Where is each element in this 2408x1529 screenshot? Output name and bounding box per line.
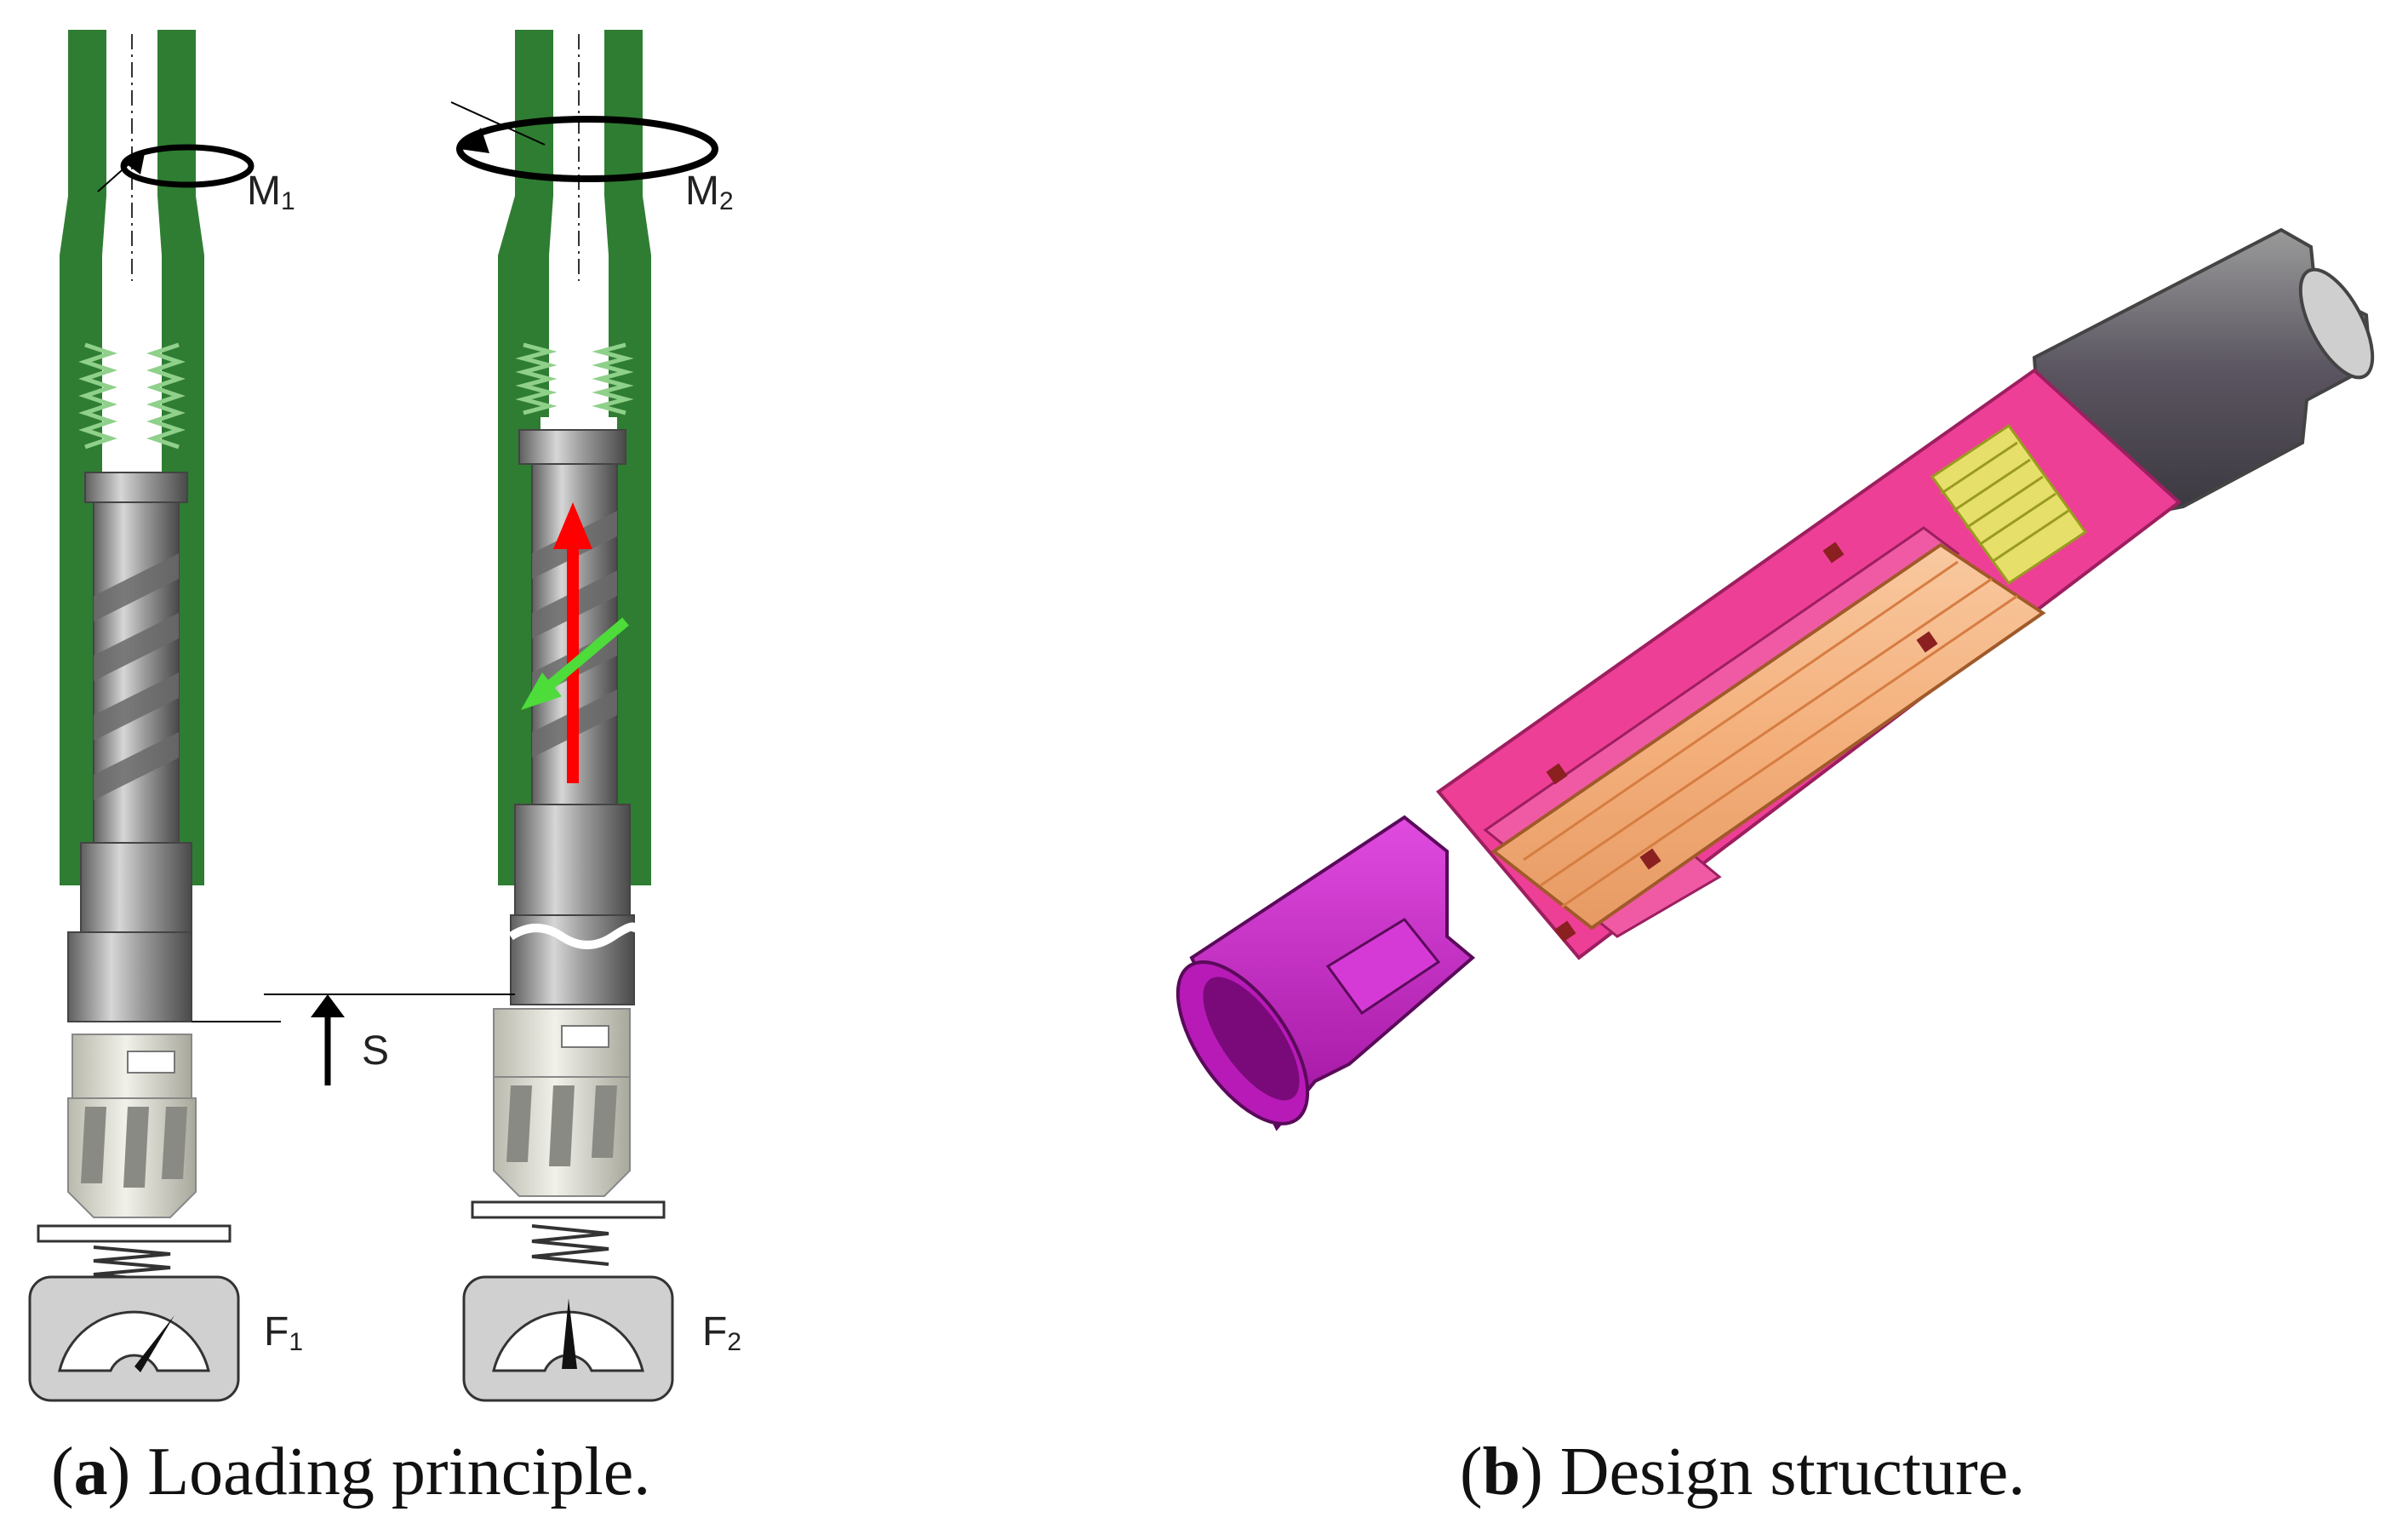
orange-inner-core xyxy=(1490,542,2046,931)
right-plunger-cap xyxy=(518,429,626,465)
right-gauge-needle xyxy=(562,1298,577,1369)
right-gauge-spring xyxy=(531,1224,609,1266)
tangential-force-arrowhead xyxy=(521,673,562,710)
axial-force-arrowhead xyxy=(553,502,592,549)
left-helix-grooves xyxy=(94,553,179,800)
right-lower-body xyxy=(514,804,631,916)
left-assembly xyxy=(28,30,240,1402)
left-gauge-dial xyxy=(58,1310,210,1372)
left-gauge-spring xyxy=(93,1246,171,1283)
right-plate xyxy=(471,1200,666,1219)
label-f1: F1 xyxy=(264,1309,303,1356)
left-housing xyxy=(60,30,106,885)
right-spring xyxy=(515,342,634,415)
torque-arrow-m2 xyxy=(450,101,718,182)
label-m1: M1 xyxy=(247,169,295,215)
left-housing-right xyxy=(157,30,204,885)
displacement-indicator xyxy=(192,994,515,1085)
right-assembly xyxy=(462,30,674,1402)
nozzle-throat xyxy=(1325,918,1441,1016)
yellow-thread-spring xyxy=(1930,423,2088,586)
right-break-line xyxy=(508,922,639,949)
right-housing-right xyxy=(604,30,651,885)
label-m2: M2 xyxy=(685,169,734,215)
nozzle-opening-inner xyxy=(1203,976,1300,1101)
left-lower-body xyxy=(80,842,192,933)
panel-b-design-structure: (b) Design structure. xyxy=(1175,227,2375,1509)
left-spring xyxy=(78,342,186,450)
gray-shaft-end xyxy=(2298,267,2375,380)
label-s: S xyxy=(362,1028,389,1074)
torque-arrow-m1 xyxy=(97,144,255,192)
left-lower-body-2 xyxy=(67,931,192,1022)
right-bit-flutes xyxy=(506,1085,617,1166)
caption-b: (b) Design structure. xyxy=(1460,1435,2025,1509)
right-bore xyxy=(553,30,604,430)
left-gauge-needle xyxy=(134,1315,174,1372)
label-f2: F2 xyxy=(702,1309,741,1356)
left-collar-slot xyxy=(127,1051,175,1074)
left-bit-flutes xyxy=(81,1107,187,1188)
tangential-force-arrow xyxy=(541,617,629,694)
right-collar-slot xyxy=(561,1025,609,1048)
left-plunger-cap xyxy=(84,472,188,503)
caption-a: (a) Loading principle. xyxy=(51,1435,650,1509)
left-plate xyxy=(37,1224,232,1243)
panel-a-loading-principle: M1 xyxy=(28,30,741,1509)
core-highlight-lines xyxy=(1523,560,2018,908)
key-slots xyxy=(1546,541,1938,942)
